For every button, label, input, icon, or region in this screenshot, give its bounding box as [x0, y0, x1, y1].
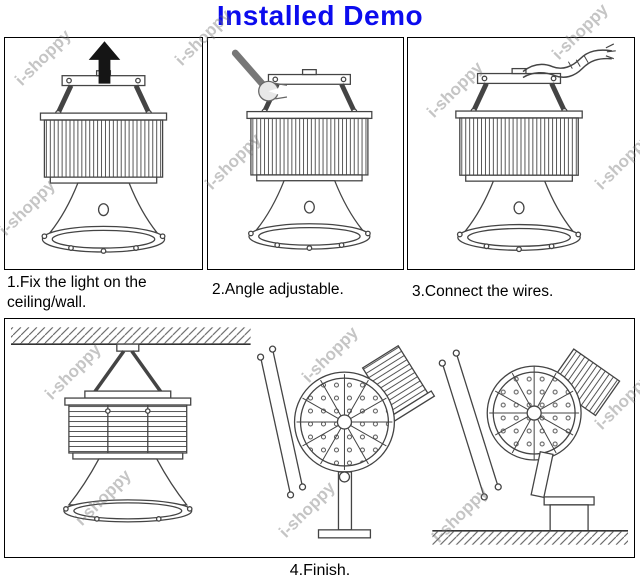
mounting-pole [530, 450, 554, 499]
step1-illustration [5, 41, 202, 269]
step2-panel [207, 37, 404, 270]
side-view-1 [256, 344, 436, 539]
wrench-icon [231, 49, 288, 102]
up-arrow-icon [88, 41, 121, 84]
step3-panel [407, 37, 635, 270]
page-title: Installed Demo [216, 0, 424, 31]
pedestal [549, 504, 589, 532]
heat-sink-fins [68, 404, 188, 454]
side-view-2 [432, 348, 629, 545]
step4-panel [4, 318, 635, 558]
base-plate [317, 529, 372, 539]
step4-caption: 4.Finish. [289, 562, 351, 579]
step3-illustration [408, 43, 616, 269]
front-view [10, 327, 251, 523]
step4-illustration [10, 327, 629, 545]
step2-caption: 2.Angle adjustable. [212, 281, 344, 298]
reflector-bell [67, 458, 189, 506]
step1-panel [4, 37, 203, 270]
step3-caption: 3.Connect the wires. [412, 283, 554, 300]
ceiling-hatch [10, 327, 251, 345]
step2-illustration [231, 49, 403, 269]
ground-hatch [432, 530, 629, 545]
step1-caption: 1.Fix the light on the ceiling/wall. [7, 274, 147, 311]
wires-icon [522, 43, 616, 79]
